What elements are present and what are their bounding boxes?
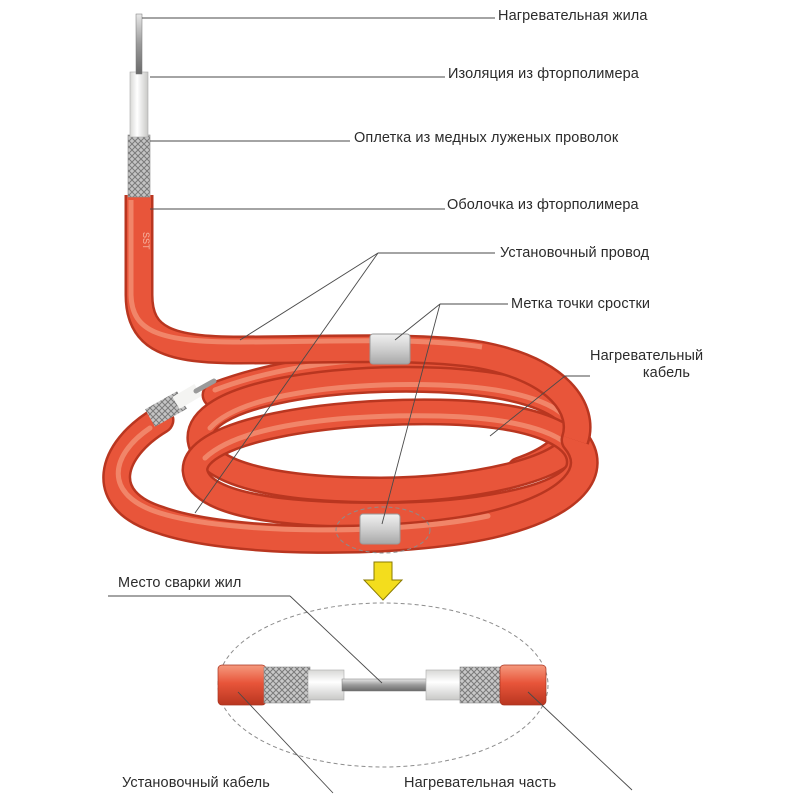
label-sheath: Оболочка из фторполимера (447, 197, 639, 213)
label-heating-cable-line1: Нагревательный (590, 348, 704, 364)
splice-band-front (359, 513, 401, 545)
label-heating-part: Нагревательная часть (404, 775, 557, 791)
cable-riser (124, 195, 592, 445)
down-arrow-icon (362, 561, 404, 601)
label-install-cable: Установочный кабель (122, 775, 270, 791)
zoom-ellipse (217, 602, 549, 768)
cable-coils (102, 350, 599, 554)
splice-band-top (369, 333, 411, 365)
label-weld-point: Место сварки жил (118, 575, 242, 591)
print-mark: SST (141, 232, 151, 250)
left-cable-end (145, 378, 217, 427)
splice-highlight-ellipse (335, 506, 431, 554)
label-heating-cable-line2: кабель (642, 365, 690, 381)
zoomed-splice (217, 664, 547, 706)
label-insulation: Изоляция из фторполимера (448, 66, 639, 82)
label-braid: Оплетка из медных луженых проволок (354, 130, 619, 146)
braid-section (127, 134, 151, 198)
label-splice-mark: Метка точки сростки (511, 296, 651, 312)
core-section (135, 13, 143, 75)
label-install-wire: Установочный провод (500, 245, 650, 261)
bottom-leader-lines (108, 595, 633, 794)
insulation-section (129, 71, 149, 138)
label-heating-core: Нагревательная жила (498, 8, 648, 24)
label-heating-cable: Нагревательный кабель (590, 348, 704, 382)
leader-lines (142, 17, 590, 525)
